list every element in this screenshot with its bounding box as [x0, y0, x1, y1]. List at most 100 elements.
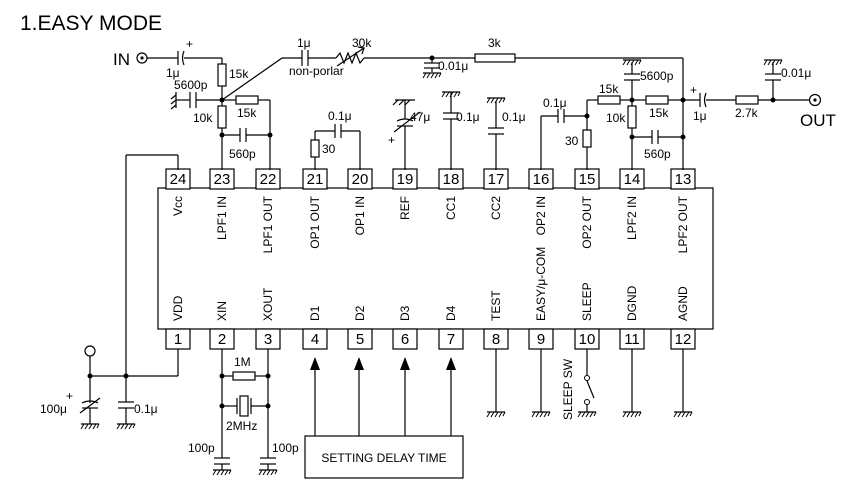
pin-label: Vcc — [171, 196, 185, 216]
r-15k-a-label: 15k — [229, 67, 249, 81]
c-cc2-label: 0.1μ — [502, 110, 526, 124]
pin-number: 21 — [307, 171, 324, 188]
pin-number: 14 — [624, 171, 641, 188]
out-label: OUT — [800, 111, 836, 130]
pin-number: 13 — [675, 171, 692, 188]
pin-number: 17 — [488, 171, 505, 188]
c-01-op1-label: 0.1μ — [328, 109, 352, 123]
c-560p-b-label: 560p — [644, 147, 671, 161]
pin-label: CC1 — [444, 196, 458, 220]
c-cc1-label: 0.1μ — [456, 110, 480, 124]
c-100p-b-label: 100p — [272, 441, 299, 455]
input-section: IN + 1μ 15k 5600p 15k 10k — [113, 37, 273, 170]
ic-pin-7: 7D4 — [438, 305, 464, 350]
ref-cc-network: + 47μ 0.1μ 0.1μ — [388, 91, 526, 170]
pin-label: SLEEP — [580, 282, 594, 321]
r-15k-d-label: 15k — [649, 106, 669, 120]
pin-label: OP1 OUT — [308, 195, 322, 248]
c-47-label: 47μ — [410, 110, 430, 124]
bottom-ground-section: SLEEP SW — [486, 349, 693, 420]
pin-label: LPF2 IN — [625, 196, 639, 240]
ic-pin-6: 6D3 — [392, 305, 418, 350]
r-30-a-label: 30 — [322, 142, 336, 156]
op1-network: 0.1μ 30 — [310, 109, 361, 170]
pin-label: D2 — [353, 305, 367, 321]
pin-number: 20 — [352, 171, 369, 188]
pin-label: AGND — [676, 286, 690, 321]
pin-label: OP1 IN — [353, 196, 367, 235]
c-01-vdd-label: 0.1μ — [134, 402, 158, 416]
pin-number: 5 — [356, 331, 364, 348]
svg-text:+: + — [388, 133, 395, 147]
pin-number: 10 — [579, 331, 596, 348]
c-100p-a-label: 100p — [188, 441, 215, 455]
c-in-label: 1μ — [166, 66, 180, 80]
c-001-b-label: 0.01μ — [781, 66, 811, 80]
r-15k-b-label: 15k — [237, 106, 257, 120]
ic-pin-10: 10 SLEEP — [574, 282, 600, 350]
pin-label: D3 — [398, 305, 412, 321]
pin-number: 7 — [447, 331, 455, 348]
svg-text:+: + — [186, 37, 193, 51]
pin-label: REF — [398, 196, 412, 220]
r-10k-a-label: 10k — [193, 111, 213, 125]
r-10k-b-label: 10k — [606, 111, 626, 125]
pin-label: OP2 IN — [534, 196, 548, 235]
pin-label: LPF2 OUT — [676, 195, 690, 253]
pin-label: DGND — [625, 285, 639, 321]
pin-label: VDD — [171, 295, 185, 321]
svg-text:+: + — [66, 389, 73, 403]
sleep-sw-label: SLEEP SW — [561, 358, 575, 420]
pin-label: LPF1 OUT — [261, 195, 275, 253]
svg-text:+: + — [690, 83, 697, 97]
pin-number: 16 — [533, 171, 550, 188]
c-5600p-a-label: 5600p — [174, 78, 208, 92]
xtal-label: 2MHz — [226, 419, 257, 433]
setting-delay-box — [304, 435, 464, 479]
setting-delay-label: SETTING DELAY TIME — [321, 451, 446, 465]
ic-pin-4: 4D1 — [302, 305, 328, 350]
pin-number: 12 — [675, 331, 692, 348]
r-1m-label: 1M — [234, 355, 251, 369]
pin-number: 23 — [214, 171, 231, 188]
page-title: 1.EASY MODE — [20, 12, 162, 35]
r-15k-c-label: 15k — [599, 82, 619, 96]
r-30-b-label: 30 — [565, 134, 579, 148]
c-560p-a-label: 560p — [229, 147, 256, 161]
output-section: + 1μ 2.7k 0.01μ OUT — [683, 59, 836, 130]
pin-number: 9 — [537, 331, 545, 348]
pin-label: XIN — [215, 301, 229, 321]
op2-lpf2-network: 0.1μ 15k 30 5600p 15k 10k 560p — [540, 59, 686, 170]
pin-label: XOUT — [261, 287, 275, 321]
c-01-op2-label: 0.1μ — [543, 96, 567, 110]
in-label: IN — [113, 50, 130, 69]
feedback-path: 1μ non-porlar 30k 0.01μ 3k — [221, 36, 684, 101]
pin-label: EASY/μ-COM — [534, 247, 548, 321]
r-27k-label: 2.7k — [735, 106, 759, 120]
delay-section: SETTING DELAY TIME — [304, 357, 464, 479]
np-note: non-porlar — [289, 64, 344, 78]
pin-number: 4 — [311, 331, 319, 348]
ic-body — [157, 187, 714, 330]
crystal-section: 1M 2MHz 100p 100p — [188, 349, 299, 476]
c-100u-label: 100μ — [40, 402, 67, 416]
c-out-label: 1μ — [693, 109, 707, 123]
pin-number: 18 — [443, 171, 460, 188]
pin-label: CC2 — [489, 196, 503, 220]
